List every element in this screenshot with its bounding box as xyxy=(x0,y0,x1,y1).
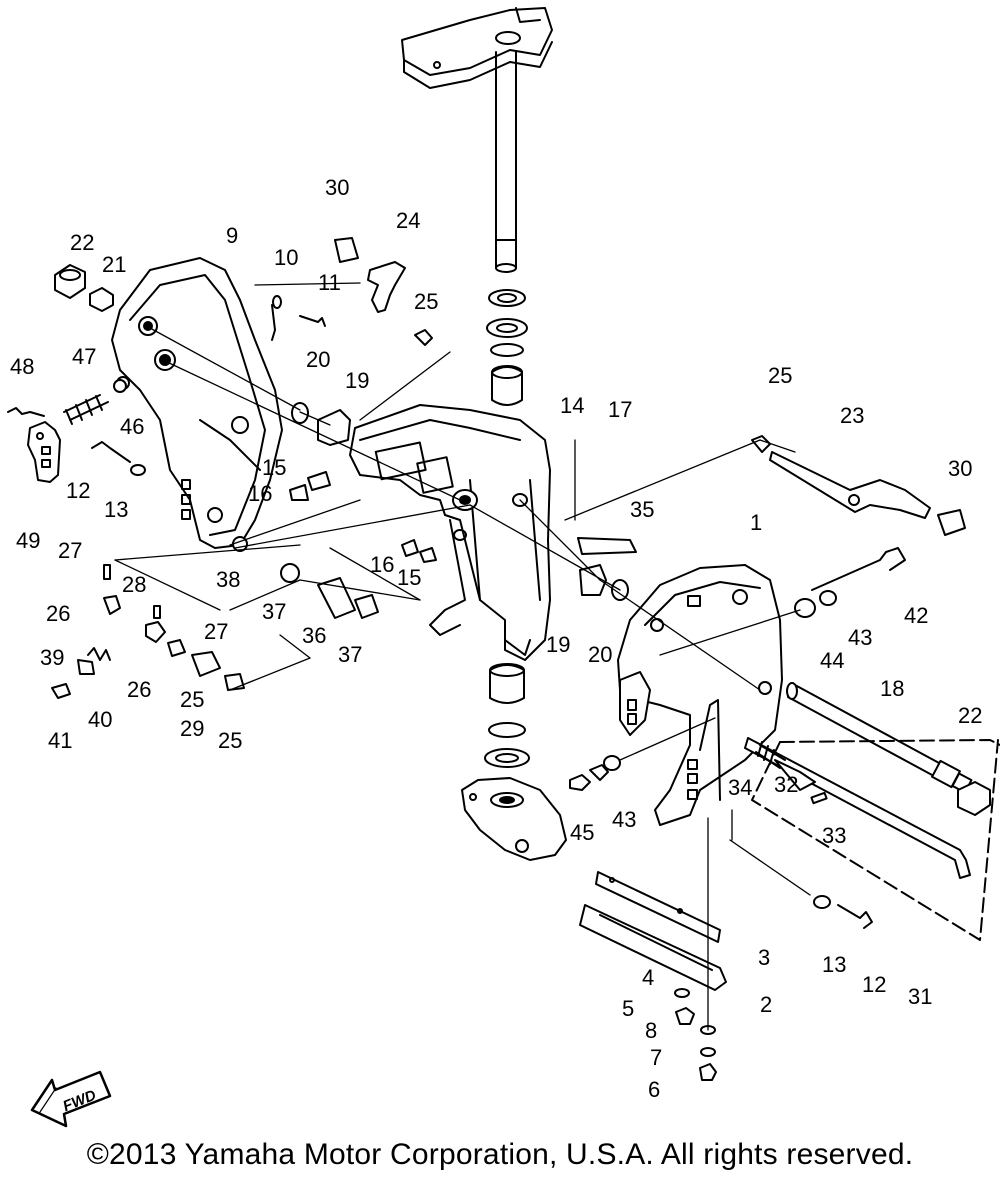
callout-label: 42 xyxy=(904,603,928,628)
callout-label: 19 xyxy=(345,368,369,393)
callout-label: 4 xyxy=(642,965,654,990)
callout-label: 25 xyxy=(218,728,242,753)
fwd-arrow-icon: FWD xyxy=(30,1070,112,1128)
callout-label: 26 xyxy=(46,601,70,626)
callout-label: 37 xyxy=(262,599,286,624)
callout-label: 30 xyxy=(325,175,349,200)
callout-label: 23 xyxy=(840,403,864,428)
swivel-bracket xyxy=(349,404,551,661)
callout-label: 33 xyxy=(822,823,846,848)
copyright-notice: ©2013 Yamaha Motor Corporation, U.S.A. A… xyxy=(86,1138,914,1171)
callout-label: 11 xyxy=(318,270,341,295)
callout-label: 20 xyxy=(306,347,330,372)
callout-label: 2 xyxy=(760,992,772,1017)
tilt-lever-assembly xyxy=(744,737,1000,941)
callout-label: 37 xyxy=(338,642,362,667)
callout-label: 15 xyxy=(397,565,421,590)
callout-label: 13 xyxy=(822,952,846,977)
callout-label: 49 xyxy=(16,528,40,553)
callout-label: 45 xyxy=(570,820,594,845)
callout-label: 3 xyxy=(758,945,770,970)
callout-label: 34 xyxy=(728,775,752,800)
callout-label: 27 xyxy=(204,619,228,644)
callout-label: 21 xyxy=(102,252,126,277)
bottom-fasteners xyxy=(674,988,717,1081)
callout-label: 8 xyxy=(645,1018,657,1043)
callout-label: 1 xyxy=(750,510,762,535)
callout-label: 18 xyxy=(880,676,904,701)
callout-label: 38 xyxy=(216,567,240,592)
callout-label: 48 xyxy=(10,354,34,379)
lower-shaft-bushings xyxy=(484,663,530,768)
callout-label: 25 xyxy=(414,289,438,314)
steering-shaft xyxy=(495,51,517,273)
callout-label: 47 xyxy=(72,344,96,369)
callout-label: 29 xyxy=(180,716,204,741)
callout-label: 6 xyxy=(648,1077,660,1102)
callout-label: 35 xyxy=(630,497,654,522)
callout-label: 22 xyxy=(958,703,982,728)
callout-label: 43 xyxy=(612,807,636,832)
callout-label: 28 xyxy=(122,572,146,597)
callout-label: 5 xyxy=(622,996,634,1021)
callout-label: 14 xyxy=(560,393,584,418)
callout-label: 25 xyxy=(768,363,792,388)
callout-label: 32 xyxy=(774,772,798,797)
callout-label: 16 xyxy=(248,481,272,506)
callout-label: 24 xyxy=(396,208,420,233)
callout-label: 12 xyxy=(862,972,886,997)
callout-label: 22 xyxy=(70,230,94,255)
callout-label: 20 xyxy=(588,642,612,667)
leader-lines xyxy=(114,282,811,1031)
callout-label: 9 xyxy=(226,223,238,248)
callout-labels: 1 2 3 4 5 6 7 8 9 10 11 12 12 13 13 14 1… xyxy=(10,175,982,1102)
callout-label: 40 xyxy=(88,707,112,732)
callout-label: 13 xyxy=(104,497,128,522)
callout-label: 46 xyxy=(120,414,144,439)
callout-label: 43 xyxy=(848,625,872,650)
callout-label: 12 xyxy=(66,478,90,503)
callout-label: 31 xyxy=(908,984,932,1009)
lower-steering-arm xyxy=(461,777,567,861)
callout-label: 17 xyxy=(608,397,632,422)
callout-label: 10 xyxy=(274,245,298,270)
callout-label: 44 xyxy=(820,648,844,673)
callout-label: 39 xyxy=(40,645,64,670)
callout-label: 25 xyxy=(180,687,204,712)
callout-label: 30 xyxy=(948,456,972,481)
callout-label: 36 xyxy=(302,623,326,648)
callout-label: 15 xyxy=(262,455,286,480)
right-clamp-bracket xyxy=(617,564,783,826)
callout-label: 26 xyxy=(127,677,151,702)
callout-label: 27 xyxy=(58,538,82,563)
callout-label: 16 xyxy=(370,552,394,577)
slide-plates xyxy=(579,871,727,991)
steering-link-rod xyxy=(769,451,966,536)
callout-label: 19 xyxy=(546,632,570,657)
steering-bracket xyxy=(401,7,553,89)
callout-label: 7 xyxy=(650,1045,662,1070)
callout-label: 41 xyxy=(48,728,72,753)
